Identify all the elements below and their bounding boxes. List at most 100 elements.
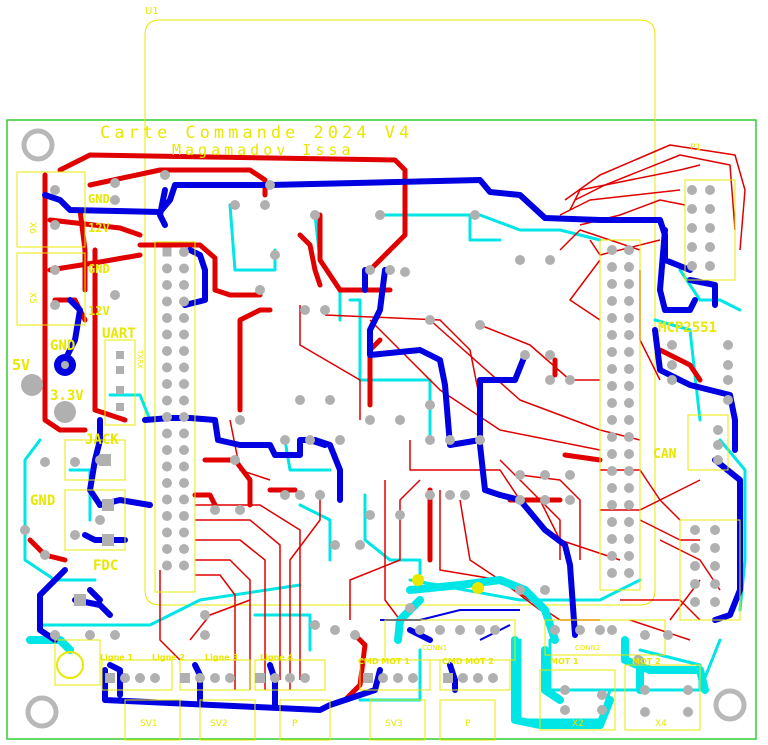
label-conn1: CONN1: [422, 644, 447, 652]
pad-3v3: [54, 401, 76, 423]
bottom-power-traces-blue: [37, 177, 743, 713]
label-mot2: MOT 2: [632, 657, 661, 666]
pad: [280, 490, 290, 500]
pad: [490, 625, 500, 635]
p1-pin: [705, 242, 715, 252]
header-pin: [162, 395, 172, 406]
top-thin-traces: [159, 144, 746, 690]
pad: [50, 300, 60, 310]
header-pin: [607, 296, 617, 306]
mcp-pin: [723, 375, 733, 385]
pad: [607, 625, 617, 635]
label-ligne4: Ligne 4: [260, 653, 293, 662]
pad: [160, 170, 170, 180]
pad: [265, 180, 275, 190]
pad: [305, 435, 315, 445]
connector-pin-1: [105, 673, 115, 683]
header-pin: [624, 483, 634, 493]
connector-pin: [458, 673, 468, 683]
pad: [445, 490, 455, 500]
header-pin: [162, 280, 172, 290]
header-pin: [624, 364, 634, 374]
header-pin: [607, 449, 617, 459]
header-pin: [162, 412, 172, 422]
pad: [395, 510, 405, 520]
header-pin: [607, 279, 617, 289]
header-pin: [624, 415, 634, 425]
pad-gnd-center: [61, 361, 69, 369]
header-pin: [607, 245, 617, 255]
pad-yellow-2: [472, 582, 484, 594]
pad: [545, 375, 555, 385]
header-pin: [179, 280, 189, 290]
smd-pad: [102, 534, 114, 546]
connector-pin-1: [255, 673, 265, 683]
label-p1: P1: [690, 143, 701, 153]
header-pin: [624, 398, 634, 408]
pad: [325, 395, 335, 405]
header-pin: [162, 494, 172, 505]
pad: [315, 490, 325, 500]
pad: [565, 470, 575, 480]
label-conn2: CONN2: [575, 644, 600, 652]
pad: [475, 625, 485, 635]
can-pin: [713, 425, 723, 435]
header-pin: [607, 381, 617, 391]
pad: [50, 265, 60, 275]
label-x5: X5: [27, 292, 37, 304]
connector-pin-1: [443, 673, 453, 683]
header-pin: [179, 346, 189, 356]
pad: [235, 415, 245, 425]
board-title: Carte Commande 2024 V4: [100, 123, 413, 143]
pad: [425, 490, 435, 500]
label-cmd-mot1: CMD MOT 1: [358, 657, 410, 666]
header-pin: [179, 362, 189, 373]
pad: [320, 305, 330, 315]
pad: [545, 255, 555, 265]
pad: [295, 395, 305, 405]
header-pin: [179, 527, 189, 538]
pad: [50, 185, 60, 195]
pad: [330, 625, 340, 635]
header-pin: [624, 449, 634, 459]
header-pin: [624, 381, 634, 391]
pad: [550, 625, 560, 635]
header-pin: [607, 364, 617, 374]
p1-pin: [687, 204, 697, 214]
pad-yellow-1: [412, 574, 424, 586]
pad: [425, 400, 435, 410]
p1-pin: [705, 261, 715, 271]
pad: [445, 435, 455, 445]
pad: [95, 515, 105, 525]
connector-pin: [378, 673, 388, 683]
board-author: Magamadov Issa: [172, 141, 354, 159]
p1-pin: [687, 242, 697, 252]
header-pin: [607, 500, 617, 510]
pad: [200, 630, 210, 640]
header-pin: [624, 534, 634, 544]
pad: [425, 435, 435, 445]
header-pin: [624, 296, 634, 306]
header-pin: [162, 296, 172, 307]
bottom-power-traces-cyan: [26, 576, 709, 729]
header-pin: [179, 263, 189, 274]
pad: [640, 630, 650, 640]
pad: [330, 540, 340, 550]
header-pin: [179, 478, 189, 488]
header-pin: [607, 415, 617, 425]
smd-pad: [102, 499, 114, 511]
header-pin: [179, 544, 189, 554]
label-ligne2: Ligne 2: [152, 653, 185, 662]
header-pin: [162, 445, 172, 455]
pad: [300, 305, 310, 315]
header-pin: [162, 511, 172, 521]
pad: [683, 685, 693, 695]
can-pin: [713, 440, 723, 450]
pad: [475, 435, 485, 445]
header-pin: [162, 478, 172, 488]
label-sv2: SV2: [210, 719, 228, 729]
pad: [210, 505, 220, 515]
header-pin: [162, 379, 172, 389]
label-12v-a: 12V: [88, 221, 110, 235]
pad-5v: [21, 374, 43, 396]
